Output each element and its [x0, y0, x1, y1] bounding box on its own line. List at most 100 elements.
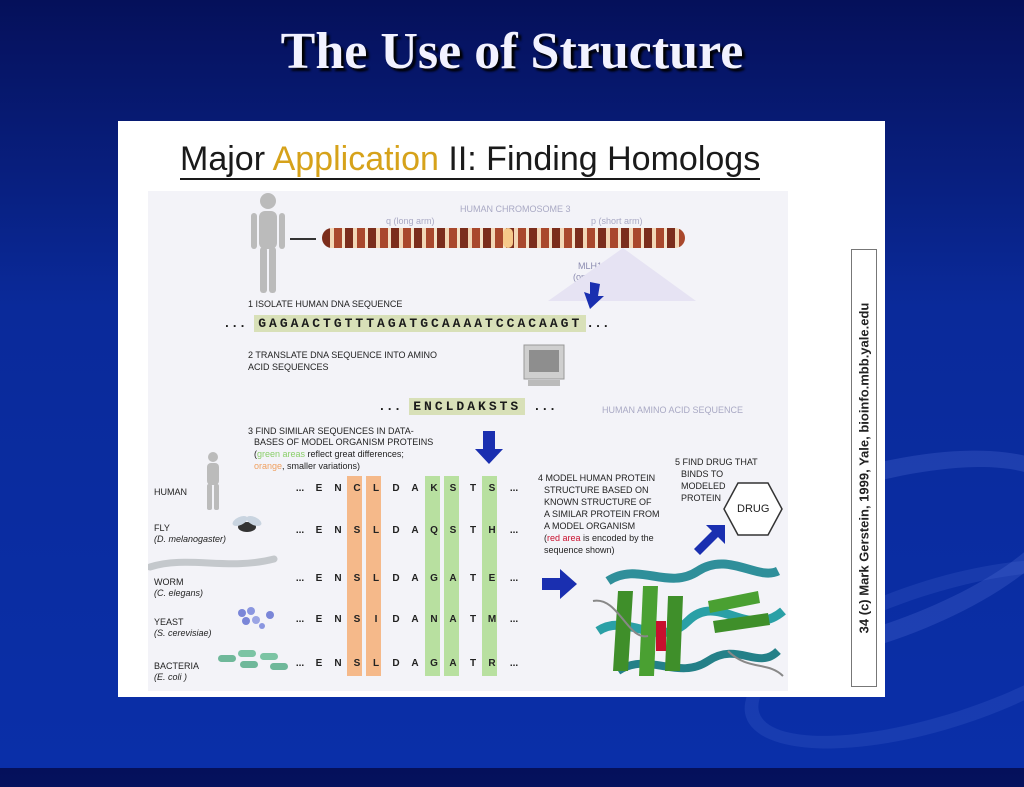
yeast-icon: [238, 607, 274, 629]
organism-worm: WORM: [154, 577, 184, 587]
amino-label: HUMAN AMINO ACID SEQUENCE: [602, 405, 744, 415]
organism-worm-species: (C. elegans): [154, 588, 203, 599]
fly-icon: [232, 516, 262, 532]
residue-cell: R: [488, 658, 496, 669]
residue-cell: D: [392, 525, 400, 536]
human-silhouette-icon: [251, 193, 285, 293]
residue-cell: T: [469, 525, 477, 536]
residue-cell: N: [334, 614, 342, 625]
organism-bacteria: BACTERIA: [154, 661, 200, 671]
computer-icon: [523, 344, 565, 386]
residue-cell: N: [334, 658, 342, 669]
residue-cell: Q: [430, 525, 438, 536]
row-ellipsis-left: ...: [295, 658, 305, 669]
residue-cell: T: [469, 483, 477, 494]
slide-title: The Use of Structure: [280, 23, 744, 80]
residue-cell: D: [392, 658, 400, 669]
step5-line3: MODELED: [681, 481, 726, 491]
green-stripe-1: [425, 476, 440, 676]
residue-cell: N: [334, 525, 342, 536]
residue-cell: H: [488, 525, 496, 536]
residue-cell: A: [411, 614, 419, 625]
credit-text: 34 (c) Mark Gerstein, 1999, Yale, bioinf…: [856, 302, 872, 634]
row-ellipsis-right: ...: [509, 614, 519, 625]
green-rest: reflect great differences;: [305, 449, 404, 459]
residue-cell: S: [353, 658, 361, 669]
residue-cell: K: [430, 483, 438, 494]
residue-cell: G: [430, 658, 438, 669]
residue-cell: A: [411, 483, 419, 494]
green-stripe-3: [482, 476, 497, 676]
diagonal-arrow-icon: [694, 525, 725, 555]
worm-species: (C. elegans): [154, 588, 204, 598]
step5-line2: BINDS TO: [681, 469, 724, 479]
residue-cell: S: [449, 525, 457, 536]
green-word: green areas: [257, 449, 306, 459]
green-stripe-2: [444, 476, 459, 676]
residue-cell: T: [469, 573, 477, 584]
down-arrow-icon: [584, 282, 604, 309]
residue-cell: T: [469, 614, 477, 625]
residue-cell: D: [392, 614, 400, 625]
ellipsis-right: ...: [586, 316, 610, 331]
step3-line3: (green areas reflect great differences;: [254, 449, 404, 459]
residue-cell: E: [315, 614, 323, 625]
residue-cell: E: [488, 573, 496, 584]
row-ellipsis-right: ...: [509, 483, 519, 494]
q-arm-label: q (long arm): [386, 216, 435, 226]
step3-line2: BASES OF MODEL ORGANISM PROTEINS: [254, 437, 434, 447]
red-word: red area: [547, 533, 581, 543]
orange-rest: , smaller variations): [282, 461, 361, 471]
organism-yeast-species: (S. cerevisiae): [154, 628, 212, 639]
connector-line: [290, 238, 316, 240]
residue-cell: N: [430, 614, 438, 625]
organism-bacteria-species: (E. coli ): [154, 672, 187, 683]
orange-stripe-1: [347, 476, 362, 676]
step4-line7: sequence shown): [544, 545, 615, 555]
drug-hexagon: [723, 482, 783, 536]
residue-cell: L: [372, 525, 380, 536]
residue-cell: G: [430, 573, 438, 584]
ellipsis-left: ...: [223, 316, 247, 331]
organism-fly-species: (D. melanogaster): [154, 534, 226, 545]
residue-cell: E: [315, 525, 323, 536]
amino-sequence: ENCLDAKSTS: [409, 398, 526, 415]
orange-word: orange: [254, 461, 283, 471]
down-arrow-icon-2: [475, 431, 503, 464]
residue-cell: A: [449, 658, 457, 669]
heading-pre: Major: [180, 140, 273, 178]
protein-structure-image: [592, 559, 786, 677]
heading-accent: Application: [272, 140, 439, 178]
step4-line4: A SIMILAR PROTEIN FROM: [544, 509, 660, 519]
figure-heading: Major Application II: Finding Homologs: [180, 140, 761, 180]
row-ellipsis-left: ...: [295, 614, 305, 625]
residue-cell: E: [315, 658, 323, 669]
residue-cell: C: [353, 483, 361, 494]
figure-panel: Major Application II: Finding Homologs H…: [118, 121, 885, 697]
residue-cell: D: [392, 573, 400, 584]
step3-line4: orange, smaller variations): [254, 461, 360, 472]
worm-icon: [148, 555, 278, 571]
step5-line1: 5 FIND DRUG THAT: [675, 457, 758, 467]
credit-box: 34 (c) Mark Gerstein, 1999, Yale, bioinf…: [851, 249, 877, 687]
centromere: [503, 228, 513, 248]
residue-cell: S: [449, 483, 457, 494]
right-arrow-icon: [542, 569, 577, 599]
residue-cell: T: [469, 658, 477, 669]
organism-human: HUMAN: [154, 487, 187, 497]
heading-post: II: Finding Homologs: [438, 140, 761, 178]
orange-stripe-2: [366, 476, 381, 676]
step3-line1: 3 FIND SIMILAR SEQUENCES IN DATA-: [248, 426, 414, 436]
amino-row: ... ENCLDAKSTS ...: [378, 398, 557, 415]
residue-cell: L: [372, 658, 380, 669]
p-arm-label: p (short arm): [591, 216, 643, 226]
zoom-wedge: [548, 248, 696, 301]
chromosome-label: HUMAN CHROMOSOME 3: [460, 204, 571, 214]
dna-sequence: GAGAACTGTTTAGATGCAAAATCCACAAGT: [254, 315, 587, 332]
step2-label-1: 2 TRANSLATE DNA SEQUENCE INTO AMINO: [248, 350, 438, 360]
amino-ellipsis-right: ...: [533, 399, 557, 414]
step4-line5: A MODEL ORGANISM: [544, 521, 636, 531]
residue-cell: I: [374, 614, 378, 625]
step4-line6: (red area is encoded by the: [544, 533, 654, 543]
residue-cell: S: [488, 483, 496, 494]
